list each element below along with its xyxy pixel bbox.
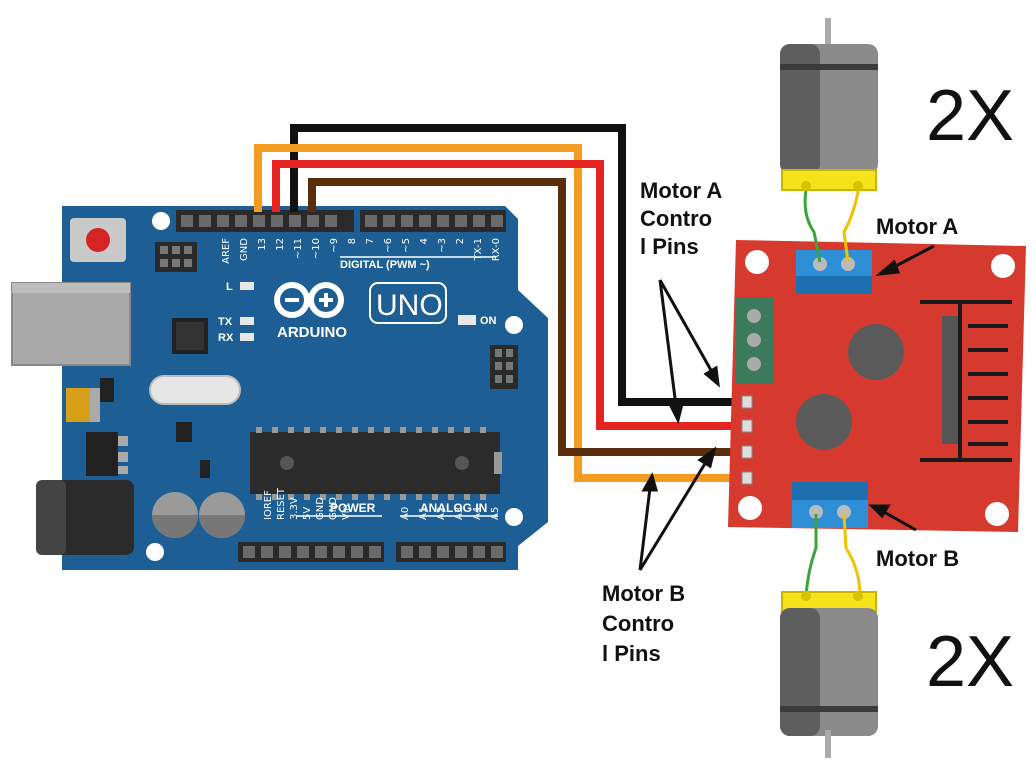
pin-label: ~3 <box>437 238 448 253</box>
pin-label: RX-0 <box>491 238 502 261</box>
led-on-label: ON <box>480 315 497 327</box>
digital-header <box>176 210 506 232</box>
pin-label: A3 <box>454 507 465 520</box>
pin-label: A1 <box>418 507 429 520</box>
pin-label: RESET <box>276 487 287 520</box>
analog-header-label: ANALOG IN <box>420 501 487 515</box>
annotation-arrows <box>638 244 935 571</box>
power-terminal <box>736 298 774 384</box>
pin-label: A2 <box>436 507 447 520</box>
led-rx-label: RX <box>218 332 234 344</box>
pin-label: TX-1 <box>473 238 484 261</box>
motor-driver-board <box>728 240 1026 532</box>
capacitors <box>152 492 245 538</box>
pin-label: A4 <box>472 507 483 520</box>
crystal-oscillator <box>149 375 241 405</box>
digital-pin-labels: AREF GND 13 12 ~11 ~10 ~9 8 7 ~6 ~5 4 ~3 2 TX-1 RX-0 <box>221 238 502 264</box>
pin-label: 3.3V <box>289 497 300 520</box>
motor-b-control-label-line3: l Pins <box>602 641 661 666</box>
pin-label: Vin <box>341 504 352 520</box>
pin-label: 8 <box>347 238 358 244</box>
pin-label: ~11 <box>293 238 304 259</box>
arduino-infinity-logo <box>274 282 344 318</box>
power-header-label: POWER <box>330 501 376 515</box>
motor-b-label: Motor B <box>876 546 959 571</box>
motor-top <box>780 18 878 191</box>
motor-b-control-label-line1: Motor B <box>602 581 685 606</box>
analog-pin-labels: A0 A1 A2 A3 A4 A5 <box>400 507 501 520</box>
pin-label: 7 <box>365 238 376 244</box>
pin-label: A5 <box>490 507 501 520</box>
pin-label: GND <box>239 238 250 261</box>
motor-b-control-label-line2: Contro <box>602 611 674 636</box>
control-wires <box>254 124 748 482</box>
pin-label: ~5 <box>401 238 412 253</box>
pin-label: 13 <box>257 238 268 251</box>
pin-label: GND <box>328 497 339 520</box>
pin-label: GND <box>315 497 326 520</box>
icsp-header <box>155 242 197 272</box>
power-analog-header <box>238 542 506 562</box>
capacitor-1 <box>848 324 904 380</box>
wire-orange <box>254 144 748 482</box>
pin-label: A0 <box>400 507 411 520</box>
motor-a-control-label-line2: Contro <box>640 206 712 231</box>
wire-red <box>272 160 748 430</box>
digital-header-label: DIGITAL (PWM ~) <box>340 259 430 271</box>
arduino-model: UNO <box>376 289 443 322</box>
led-tx-label: TX <box>218 316 233 328</box>
motor-a-label: Motor A <box>876 214 958 239</box>
quantity-bottom: 2X <box>926 622 1014 702</box>
atmega-chip <box>250 427 502 500</box>
arduino-brand: ARDUINO <box>277 324 347 341</box>
motor-a-control-label-line3: l Pins <box>640 234 699 259</box>
arduino-uno-board: AREF GND 13 12 ~11 ~10 ~9 8 7 ~6 ~5 4 ~3 2 TX-1 RX-0 DI… <box>11 206 548 570</box>
usb-port <box>11 282 131 366</box>
quantity-top: 2X <box>926 76 1014 156</box>
capacitor-2 <box>796 394 852 450</box>
pin-label: ~6 <box>383 238 394 253</box>
heatsink <box>920 300 1012 462</box>
pin-label: ~10 <box>311 238 322 259</box>
motor-bottom <box>780 591 878 758</box>
wire-black <box>290 124 748 406</box>
led-l-label: L <box>226 281 233 293</box>
pin-label: IOREF <box>263 490 274 520</box>
pin-label: ~9 <box>329 238 340 253</box>
pin-label: 4 <box>419 238 430 244</box>
pin-label: 5V <box>302 507 313 520</box>
control-input-pins <box>741 395 753 485</box>
motor-a-terminal <box>796 250 872 294</box>
wire-brown <box>308 178 748 456</box>
pin-label: AREF <box>221 238 232 264</box>
usb-chip <box>172 318 208 354</box>
pin-label: 12 <box>275 238 286 251</box>
motor-b-terminal <box>792 482 868 528</box>
pin-label: 2 <box>455 238 466 244</box>
icsp-header-right <box>490 345 518 389</box>
motor-a-control-label-line1: Motor A <box>640 178 722 203</box>
